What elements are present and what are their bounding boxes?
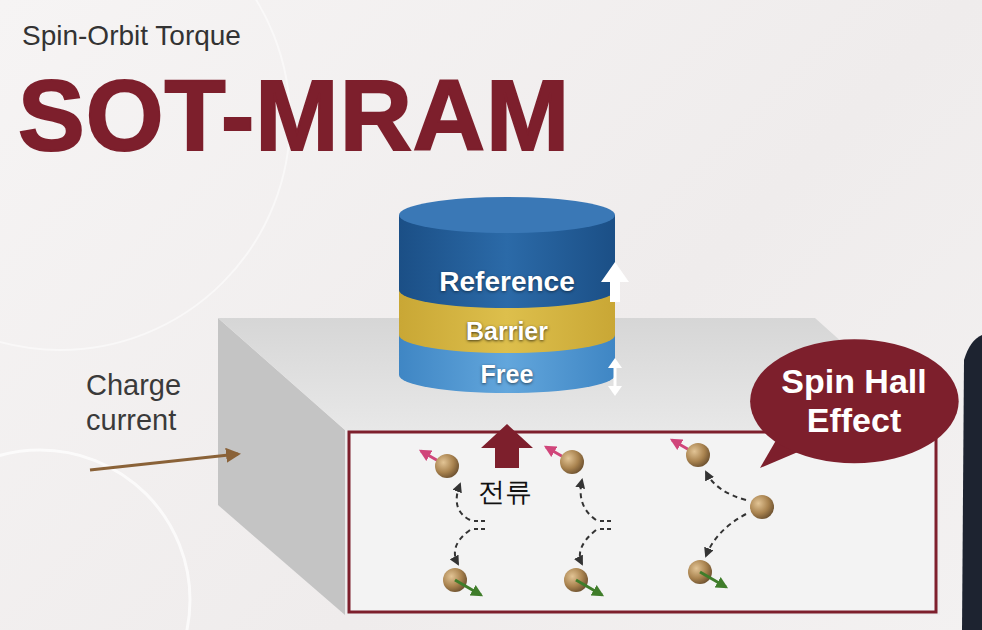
spin-deflection-arrows-part (455, 530, 470, 564)
diagram-title: SOT-MRAM (18, 65, 570, 165)
free-magnetization-arrow (608, 358, 622, 396)
presenter-silhouette (962, 335, 982, 630)
background-circle (0, 0, 290, 350)
subtitle: Spin-Orbit Torque (22, 20, 241, 52)
background-circle (0, 450, 190, 630)
spin-deflection-arrows (455, 472, 746, 564)
spin-down-particles-part (455, 580, 481, 595)
charge-current-arrow (90, 454, 238, 470)
spin-deflection-arrows-part (600, 528, 612, 530)
spin-deflection-arrows-part (474, 528, 486, 530)
charge-current-label: Charge current (86, 368, 226, 438)
bubble-ellipse (750, 339, 959, 463)
spin-deflection-arrows-part (581, 480, 596, 520)
spin-down-particles-part (576, 580, 602, 595)
spin-deflection-arrows-part (706, 472, 746, 500)
spin-down-particles (443, 560, 726, 595)
spin-deflection-arrows-part (580, 530, 596, 564)
cylinder-top (399, 197, 615, 233)
spin-deflection-arrows-part (474, 520, 486, 522)
spin-deflection-arrows-part (457, 484, 470, 520)
electron-particle (750, 495, 774, 519)
spin-up-particles-part (686, 443, 710, 467)
reference-magnetization-arrow (601, 262, 629, 302)
spin-up-particles (421, 440, 710, 478)
spin-hall-bubble: Spin Hall Effect (748, 338, 961, 464)
current-block-arrow (481, 424, 533, 468)
free-magnetization-arrow-part (608, 358, 622, 368)
barrier-layer-text: Barrier (466, 317, 548, 346)
current-label: 전류 (478, 474, 532, 510)
reference-layer: Reference (399, 262, 615, 302)
free-layer: Free (399, 358, 615, 390)
spin-hall-bubble-text: Spin Hall Effect (764, 362, 944, 440)
spin-deflection-arrows-part (706, 514, 746, 556)
spin-up-particles-part (435, 454, 459, 478)
free-magnetization-arrow-part (608, 386, 622, 396)
reference-layer-text: Reference (439, 266, 574, 298)
spin-deflection-arrows-part (600, 520, 612, 522)
free-layer-text: Free (481, 360, 534, 389)
spin-up-particles-part (560, 450, 584, 474)
spin-down-particles-part (700, 572, 726, 587)
barrier-layer: Barrier (399, 315, 615, 347)
